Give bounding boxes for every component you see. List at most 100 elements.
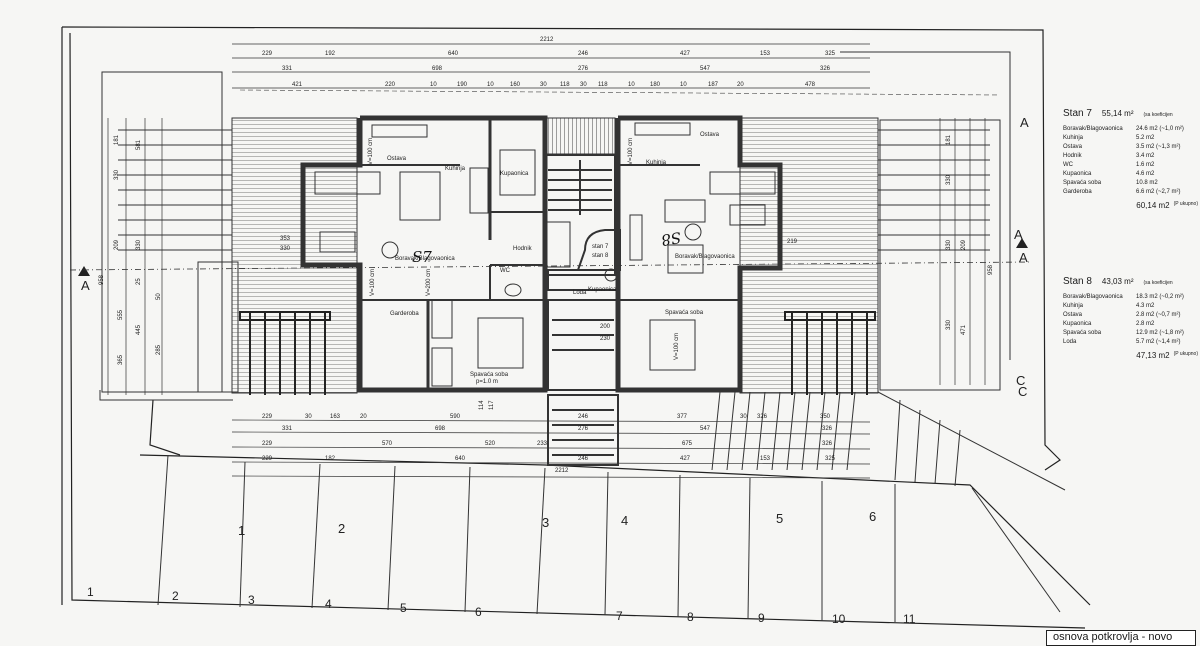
svg-text:190: 190	[457, 82, 468, 88]
svg-text:590: 590	[450, 414, 461, 420]
room-area: 3.5 m2 (~1,3 m²)	[1136, 144, 1181, 150]
room-name: WC	[1063, 162, 1073, 168]
stan8-area-note: (sa koeficijen	[1143, 280, 1173, 286]
svg-text:163: 163	[330, 414, 341, 420]
svg-text:276: 276	[578, 426, 589, 432]
svg-text:547: 547	[700, 66, 711, 72]
svg-text:V=100 cm: V=100 cm	[628, 138, 634, 165]
svg-text:182: 182	[325, 456, 336, 462]
svg-text:A: A	[1014, 227, 1023, 242]
svg-text:10: 10	[487, 82, 494, 88]
svg-text:stan 7: stan 7	[592, 244, 609, 250]
svg-text:1: 1	[87, 585, 94, 599]
svg-text:325: 325	[825, 51, 836, 57]
svg-text:Loda: Loda	[573, 290, 587, 296]
svg-text:330: 330	[946, 174, 952, 185]
svg-text:117: 117	[489, 400, 495, 410]
svg-text:330: 330	[280, 246, 291, 252]
svg-text:A: A	[1019, 250, 1028, 265]
room-labels-s8: Ostava Kuhinja Boravak/Blagovaonica Kupa…	[588, 132, 735, 316]
room-labels-s7: Ostava Kuhinja Kupaonica Boravak/Blagova…	[387, 156, 587, 378]
stan7-total-value: 60,14 m2	[1136, 201, 1170, 210]
svg-text:V=200 cm: V=200 cm	[426, 269, 432, 296]
room-name: Boravak/Blagovaonica	[1063, 294, 1123, 300]
area-table-stan7: Stan 7 55,14 m² (sa koeficijen Boravak/B…	[1063, 108, 1198, 210]
axis-numbers: 1 2 3 4 5 6	[238, 509, 876, 538]
stan8-title: Stan 8	[1063, 276, 1092, 287]
stan8-total-note: (P ukupno)	[1173, 351, 1198, 357]
svg-text:2212: 2212	[555, 468, 569, 474]
svg-text:192: 192	[325, 51, 336, 57]
lower-right-slats	[711, 391, 1066, 491]
svg-text:353: 353	[280, 236, 291, 242]
svg-text:10: 10	[832, 612, 846, 626]
svg-text:10: 10	[430, 82, 437, 88]
svg-text:118: 118	[560, 82, 570, 88]
svg-text:Kuhinja: Kuhinja	[646, 160, 667, 166]
svg-text:350: 350	[820, 414, 831, 420]
svg-text:30: 30	[540, 82, 547, 88]
left-dimensions: 181 330 581 209 330 958 25 50 555 445 28…	[99, 134, 162, 365]
svg-text:30: 30	[580, 82, 587, 88]
room-area: 18.3 m2 (~0,2 m²)	[1136, 294, 1184, 300]
section-arrows	[69, 89, 1031, 276]
svg-text:555: 555	[118, 309, 124, 320]
svg-text:1: 1	[238, 523, 245, 538]
svg-text:330: 330	[946, 319, 952, 330]
svg-text:Ostava: Ostava	[387, 156, 407, 162]
stan7-title: Stan 7	[1063, 108, 1092, 119]
stan8-total-value: 47,13 m2	[1136, 351, 1170, 360]
svg-text:330: 330	[136, 239, 142, 250]
lower-strips	[157, 454, 1061, 622]
room-name: Hodnik	[1063, 153, 1082, 159]
svg-text:233: 233	[537, 441, 548, 447]
svg-text:V=100 cm: V=100 cm	[370, 269, 376, 296]
svg-text:365: 365	[118, 354, 124, 365]
room-area: 4.3 m2	[1136, 303, 1155, 309]
svg-text:230: 230	[600, 336, 611, 342]
room-area: 5.7 m2 (~1,4 m²)	[1136, 339, 1181, 345]
svg-text:Garderoba: Garderoba	[390, 311, 419, 317]
room-name: Spavaća soba	[1063, 180, 1102, 186]
svg-text:181: 181	[114, 134, 120, 145]
svg-text:A: A	[81, 278, 90, 293]
svg-text:50: 50	[156, 293, 162, 300]
svg-text:3: 3	[542, 515, 549, 530]
svg-text:C: C	[1016, 373, 1025, 388]
svg-text:10: 10	[680, 82, 687, 88]
stan7-area-note: (sa koeficijen	[1143, 112, 1173, 118]
side-slats	[118, 129, 990, 251]
svg-text:118: 118	[598, 82, 608, 88]
svg-text:229: 229	[262, 51, 273, 57]
dimension-lines	[107, 43, 986, 479]
room-name: Kupaonica	[1063, 321, 1092, 327]
svg-text:220: 220	[385, 82, 396, 88]
svg-text:445: 445	[136, 324, 142, 335]
svg-text:Hodnik: Hodnik	[513, 246, 533, 252]
svg-text:3: 3	[248, 593, 255, 607]
pergola-beams	[239, 311, 876, 395]
svg-text:187: 187	[708, 82, 719, 88]
svg-text:326: 326	[757, 414, 768, 420]
svg-text:11: 11	[903, 612, 916, 626]
svg-text:2: 2	[338, 521, 345, 536]
svg-text:153: 153	[760, 456, 771, 462]
bottom-dimensions: 229 30 163 20 590 246 377 30 326 350 331…	[262, 414, 836, 474]
svg-text:698: 698	[435, 426, 446, 432]
stan7-area: 55,14 m²	[1101, 109, 1134, 118]
svg-text:C: C	[1018, 384, 1027, 399]
svg-text:246: 246	[578, 456, 589, 462]
stan8-row: Boravak/Blagovaonica 18.3 m2 (~0,2 m²)	[1063, 293, 1198, 302]
svg-text:2212: 2212	[540, 37, 554, 43]
svg-text:276: 276	[578, 66, 589, 72]
svg-text:331: 331	[282, 66, 293, 72]
zone-numbers: 1 2 3 4 5 6 7 8 9 10 11	[87, 585, 916, 626]
svg-text:Boravak/Blagovaonica: Boravak/Blagovaonica	[675, 254, 735, 260]
room-name: Boravak/Blagovaonica	[1063, 126, 1123, 132]
stair-labels: stan 7 stan 8	[592, 244, 609, 259]
